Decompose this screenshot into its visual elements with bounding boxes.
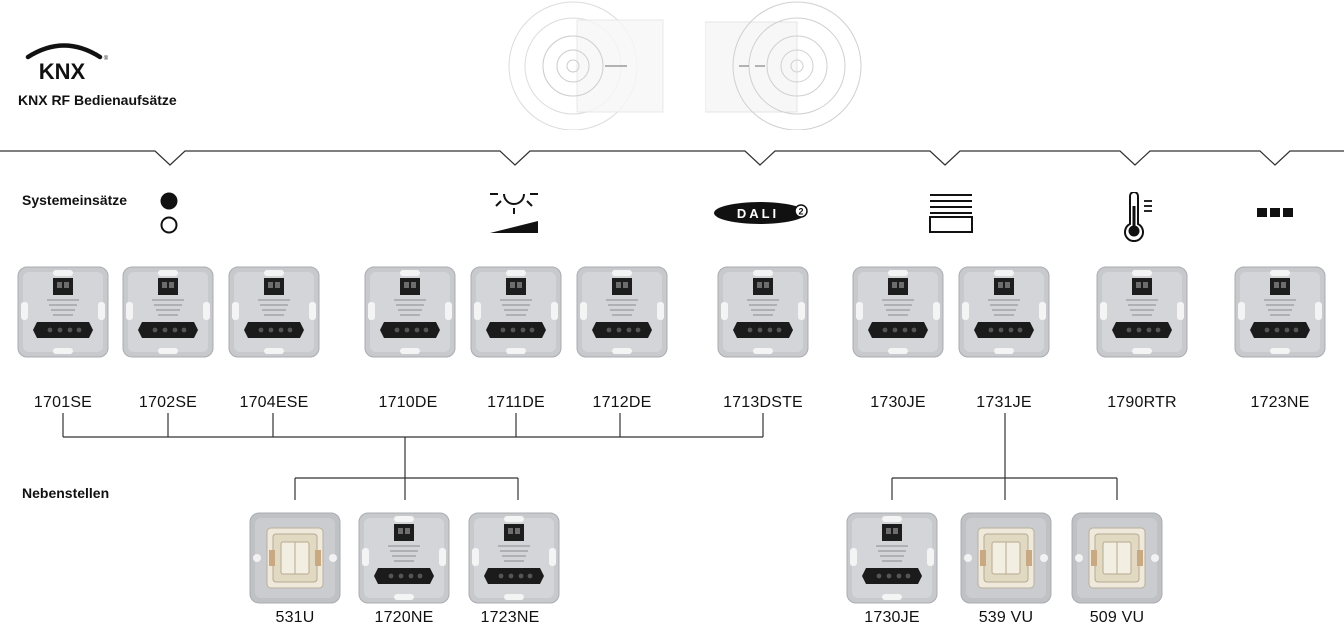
device-1790RTR (1096, 266, 1188, 358)
device-1730JE-ext (846, 512, 938, 604)
device-531U (249, 512, 341, 604)
more-icon (1257, 208, 1293, 217)
caption-531U: 531U (275, 609, 315, 626)
svg-text:®: ® (104, 55, 109, 62)
extension-units-label: Nebenstellen (22, 485, 110, 501)
thermostat-icon (1124, 192, 1152, 242)
device-1713DSTE (717, 266, 809, 358)
caption-1712DE: 1712DE (592, 394, 652, 411)
device-1730JE (852, 266, 944, 358)
device-1710DE (364, 266, 456, 358)
device-1701SE (17, 266, 109, 358)
svg-text:KNX: KNX (39, 59, 86, 82)
caption-1731JE: 1731JE (976, 394, 1032, 411)
device-1723NE (1234, 266, 1326, 358)
caption-1730JE-ext: 1730JE (864, 609, 920, 626)
caption-1730JE: 1730JE (870, 394, 926, 411)
device-1711DE (470, 266, 562, 358)
switch-on-off-icon (160, 192, 178, 234)
caption-1723NE-ext: 1723NE (480, 609, 540, 626)
dali-icon: DALI 2 (714, 202, 808, 224)
device-1704ESE (228, 266, 320, 358)
blind-shutter-icon (929, 194, 973, 233)
caption-1710DE: 1710DE (378, 394, 438, 411)
device-1723NE-ext (468, 512, 560, 604)
device-539VU (960, 512, 1052, 604)
caption-1790RTR: 1790RTR (1107, 394, 1177, 411)
caption-1723NE: 1723NE (1250, 394, 1310, 411)
device-509VU (1071, 512, 1163, 604)
page-subtitle: KNX RF Bedienaufsätze (18, 92, 177, 108)
caption-1711DE: 1711DE (487, 394, 545, 411)
caption-1720NE: 1720NE (374, 609, 434, 626)
caption-1704ESE: 1704ESE (239, 394, 309, 411)
knx-logo: KNX ® (25, 43, 109, 82)
device-1702SE (122, 266, 214, 358)
caption-1701SE: 1701SE (33, 394, 93, 411)
device-1731JE (958, 266, 1050, 358)
device-1720NE (358, 512, 450, 604)
svg-text:2: 2 (798, 207, 803, 217)
rf-attachment-left-image (508, 1, 664, 130)
svg-text:DALI: DALI (737, 206, 779, 221)
system-inserts-label: Systemeinsätze (22, 192, 128, 208)
dimmer-light-icon (490, 193, 538, 233)
caption-509VU: 509 VU (1089, 609, 1145, 626)
caption-1713DSTE: 1713DSTE (723, 394, 803, 411)
rf-attachment-right-image (705, 1, 862, 130)
device-1712DE (576, 266, 668, 358)
caption-1702SE: 1702SE (138, 394, 198, 411)
caption-539VU: 539 VU (978, 609, 1034, 626)
